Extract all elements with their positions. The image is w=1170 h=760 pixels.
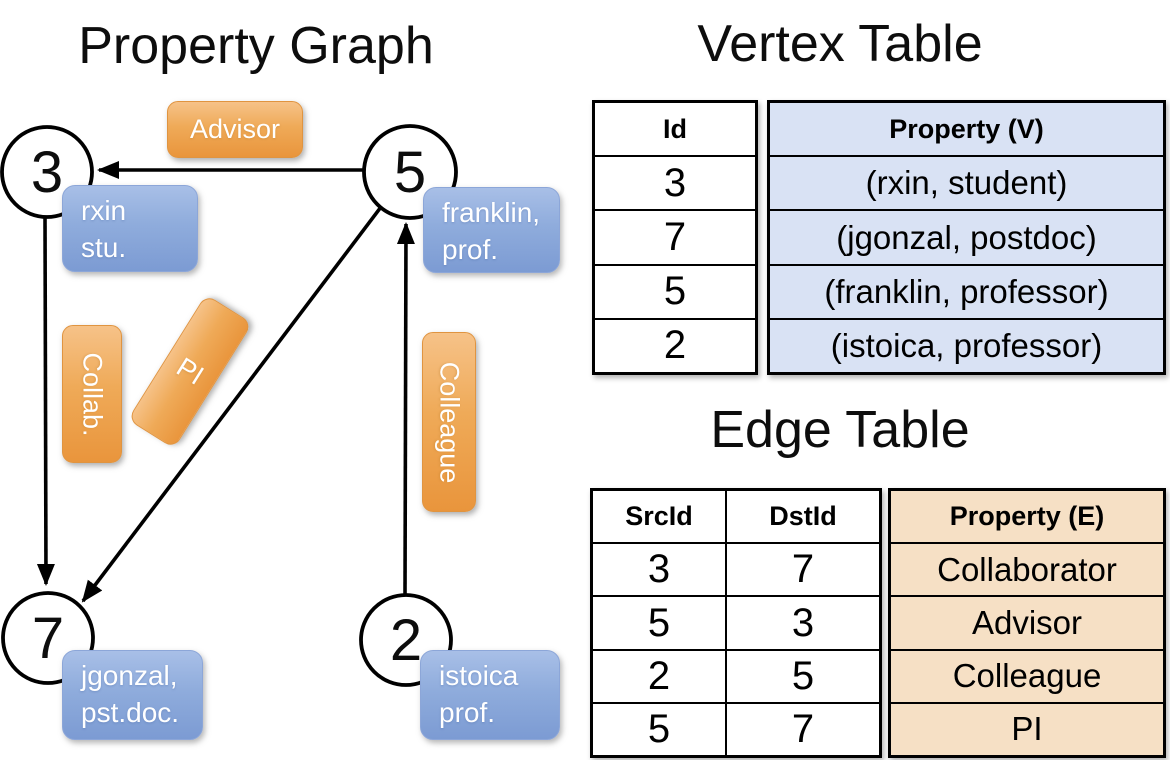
edge-label-pi-text: PI <box>171 351 210 391</box>
node-property-line2: pst.doc. <box>81 696 180 728</box>
edge-table-property-header: Property (E) <box>949 501 1105 532</box>
node-property-box-rxin: rxin stu. <box>62 185 198 272</box>
edge-table-property-column: Property (E) Collaborator Advisor Collea… <box>888 488 1166 758</box>
edge-table-srcid-cell: 3 <box>593 544 727 596</box>
node-property-line1: rxin <box>81 195 127 226</box>
node-property-box-jgonzal: jgonzal, pst.doc. <box>62 650 203 740</box>
edge-arrow-2-to-5 <box>396 222 415 596</box>
node-id-7: 7 <box>32 606 64 671</box>
edge-label-collab: Collab. <box>62 325 122 463</box>
vertex-table-property-cell: (rxin, student) <box>770 155 1163 209</box>
edge-label-colleague-text: Colleague <box>434 361 465 483</box>
edge-table-srcid-cell: 2 <box>593 650 727 702</box>
node-property-line2: prof. <box>439 696 496 728</box>
vertex-table-property-header: Property (V) <box>889 113 1044 144</box>
vertex-table-id-cell: 7 <box>595 209 755 263</box>
node-id-5: 5 <box>394 140 426 205</box>
node-property-line1: franklin, <box>442 197 541 228</box>
node-property-line2: stu. <box>81 231 127 263</box>
edge-table-srcid-header: SrcId <box>593 491 727 543</box>
node-id-2: 2 <box>390 608 422 673</box>
vertex-table-id-column: Id 3 7 5 2 <box>592 100 758 375</box>
vertex-table-id-header: Id <box>663 113 687 144</box>
edge-table-dstid-cell: 3 <box>791 600 815 645</box>
edge-table-srcid-cell: 5 <box>593 597 727 649</box>
vertex-table-id-cell: 5 <box>595 263 755 318</box>
edge-arrow-3-to-7 <box>36 214 55 586</box>
node-property-line1: jgonzal, <box>81 660 178 691</box>
edge-table-dstid-cell: 5 <box>791 653 815 698</box>
edge-table-dstid-cell: 7 <box>791 547 815 592</box>
edge-table-title: Edge Table <box>710 401 970 459</box>
vertex-table-property-cell: (istoica, professor) <box>770 317 1163 372</box>
node-id-3: 3 <box>31 140 63 205</box>
vertex-table-property-cell: (franklin, professor) <box>770 263 1163 318</box>
edge-table-property-cell: PI <box>891 701 1163 755</box>
vertex-table-property-cell: (jgonzal, postdoc) <box>770 209 1163 263</box>
vertex-table-title: Vertex Table <box>697 15 983 73</box>
vertex-table-id-cell: 2 <box>595 317 755 372</box>
edge-table-srcid-cell: 5 <box>593 703 727 756</box>
node-property-line1: istoica <box>439 660 519 691</box>
edge-table-dstid-cell: 7 <box>791 706 815 751</box>
edge-label-colleague: Colleague <box>422 332 476 512</box>
edge-arrow-5-to-7 <box>81 205 383 603</box>
edge-table-property-cell: Colleague <box>891 648 1163 702</box>
node-property-box-istoica: istoica prof. <box>420 650 560 740</box>
edge-table-property-cell: Advisor <box>891 595 1163 648</box>
vertex-table-id-cell: 3 <box>595 155 755 209</box>
edge-label-advisor: Advisor <box>167 101 303 158</box>
property-graph-title: Property Graph <box>78 17 434 75</box>
edge-table-property-cell: Collaborator <box>891 542 1163 595</box>
edge-label-collab-text: Collab. <box>77 351 108 437</box>
edge-table-id-columns: SrcId DstId 3 7 5 3 2 5 5 7 <box>590 488 882 758</box>
node-property-line2: prof. <box>442 233 499 265</box>
node-property-box-franklin: franklin, prof. <box>423 187 560 273</box>
vertex-table-property-column: Property (V) (rxin, student) (jgonzal, p… <box>767 100 1166 375</box>
edge-label-advisor-text: Advisor <box>189 114 281 144</box>
edge-table-dstid-header: DstId <box>769 501 837 532</box>
